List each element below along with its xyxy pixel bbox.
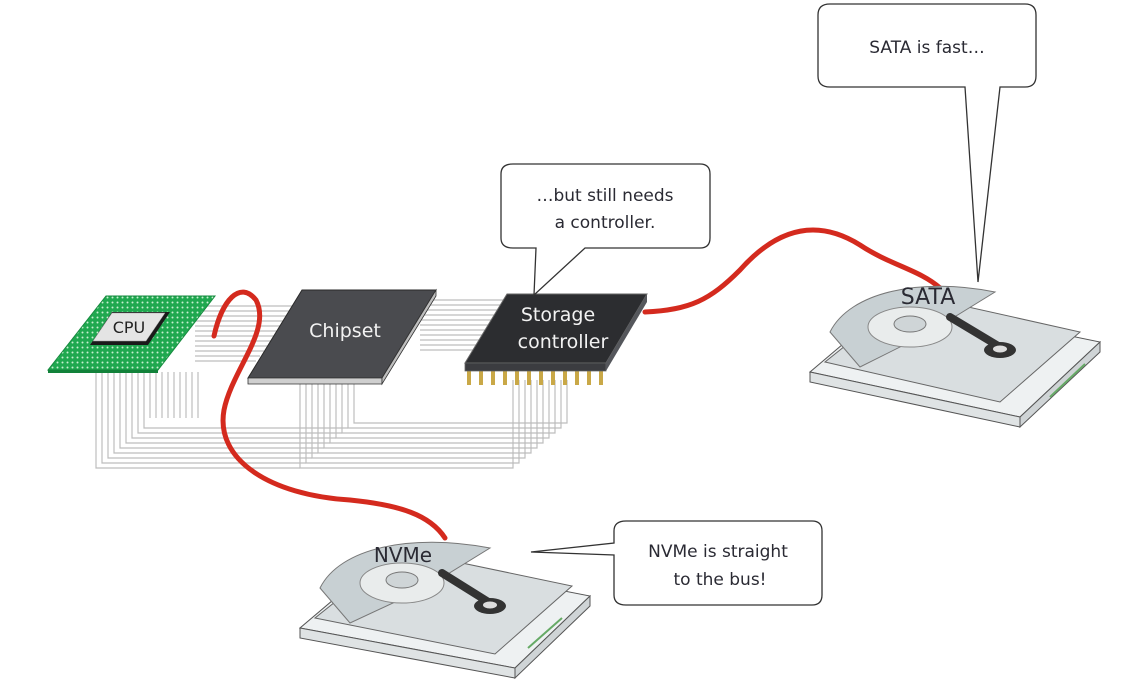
controller-pin xyxy=(467,368,471,385)
bus-trace xyxy=(353,380,568,424)
callout-nvme: NVMe is straight to the bus! xyxy=(530,520,823,606)
chipset-label: Chipset xyxy=(309,320,381,342)
sata-drive-label: SATA xyxy=(901,285,956,310)
callout-sata: SATA is fast… xyxy=(817,3,1037,283)
chipset-chip: Chipset xyxy=(247,288,437,386)
bus-traces xyxy=(95,299,568,469)
callout-nvme-line1: NVMe is straight xyxy=(648,542,788,562)
cpu-label: CPU xyxy=(113,318,146,337)
bus-trace xyxy=(95,372,300,469)
cpu-chip: CPU xyxy=(46,295,217,373)
bus-trace xyxy=(119,372,324,449)
storage-controller-label-line2: controller xyxy=(518,331,609,353)
bus-trace xyxy=(143,372,348,429)
bus-trace xyxy=(347,380,562,429)
bus-trace xyxy=(329,380,544,444)
bus-trace xyxy=(317,380,532,454)
callout-sata-text: SATA is fast… xyxy=(869,38,984,58)
bus-trace xyxy=(305,380,520,464)
nvme-drive: NVMe xyxy=(298,541,592,680)
bus-trace xyxy=(101,372,306,464)
callout-nvme-line2: to the bus! xyxy=(673,570,766,590)
bus-trace xyxy=(341,380,556,434)
bus-trace xyxy=(311,380,526,459)
controller-pin xyxy=(551,368,555,385)
callout-controller-line2: a controller. xyxy=(555,213,656,233)
callout-controller: …but still needs a controller. xyxy=(500,163,711,297)
bus-trace xyxy=(323,380,538,449)
storage-controller-chip: Storage controller xyxy=(464,293,648,385)
bus-trace xyxy=(299,380,514,469)
nvme-drive-label: NVMe xyxy=(374,543,432,567)
bus-trace xyxy=(125,372,330,444)
storage-controller-label-line1: Storage xyxy=(521,304,595,326)
bus-trace xyxy=(113,372,318,454)
controller-pin xyxy=(491,368,495,385)
controller-pin xyxy=(515,368,519,385)
controller-pin xyxy=(479,368,483,385)
callout-controller-line1: …but still needs xyxy=(536,186,673,206)
controller-pin xyxy=(503,368,507,385)
controller-pin xyxy=(587,368,591,385)
controller-pin xyxy=(527,368,531,385)
controller-pin xyxy=(563,368,567,385)
bus-trace xyxy=(137,372,342,434)
bus-trace xyxy=(107,372,312,459)
sata-drive: SATA xyxy=(808,285,1102,429)
nvme-cable xyxy=(211,289,448,541)
sata-cable xyxy=(642,227,943,315)
controller-pin xyxy=(599,368,603,385)
bus-trace xyxy=(131,372,336,439)
bus-trace xyxy=(335,380,550,439)
controller-pin xyxy=(539,368,543,385)
controller-pin xyxy=(575,368,579,385)
